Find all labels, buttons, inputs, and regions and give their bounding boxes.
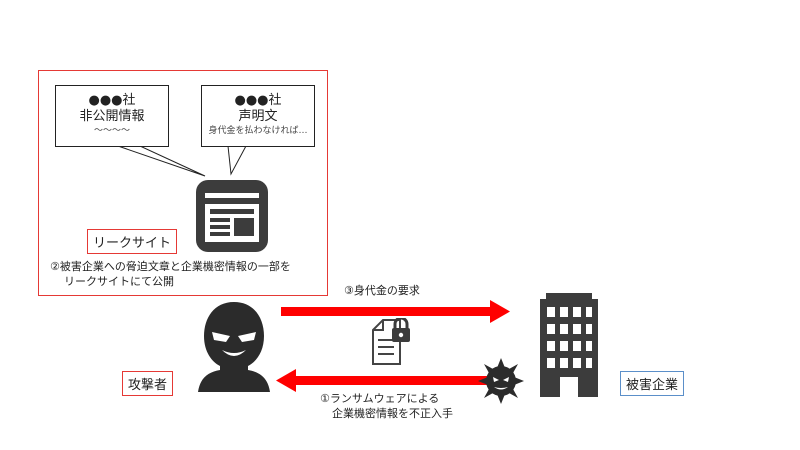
data-theft-label-line-1: ①ランサムウェアによる [320, 392, 440, 405]
caption-line-1: ②被害企業への脅迫文章と企業機密情報の一部を [50, 260, 291, 273]
building-icon [540, 293, 598, 397]
victim-company-label: 被害企業 [620, 371, 685, 396]
bubble-company: ●●●社 [88, 93, 136, 108]
statement-bubble: ●●●社 声明文 身代金を払わなければ… [201, 85, 315, 147]
browser-window-icon [196, 180, 268, 252]
locked-document-icon [372, 318, 410, 365]
leaked-info-bubble: ●●●社 非公開情報 ～～～～ [55, 85, 169, 147]
caption-line-2: リークサイトにて公開 [64, 275, 174, 289]
bubble-title: 声明文 [238, 109, 278, 125]
leak-site-caption: ②被害企業への脅迫文章と企業機密情報の一部を リークサイトにて公開 [50, 259, 291, 290]
leak-site-frame [38, 70, 328, 296]
bubble-title: 非公開情報 [79, 109, 145, 125]
bubble-detail: ～～～～ [93, 125, 130, 136]
data-theft-label: ①ランサムウェアによる 企業機密情報を不正入手 [320, 392, 453, 422]
ransom-demand-label: ③身代金の要求 [344, 284, 420, 297]
attacker-icon [198, 302, 270, 392]
data-theft-label-line-2: 企業機密情報を不正入手 [332, 406, 453, 420]
ransom-demand-arrow [281, 300, 510, 323]
bubble-company: ●●●社 [234, 93, 282, 108]
leak-site-label: リークサイト [87, 229, 178, 254]
data-theft-arrow [276, 369, 493, 392]
ransomware-virus-icon [478, 358, 524, 404]
bubble-detail: 身代金を払わなければ… [208, 125, 308, 136]
attacker-label: 攻撃者 [122, 371, 174, 396]
